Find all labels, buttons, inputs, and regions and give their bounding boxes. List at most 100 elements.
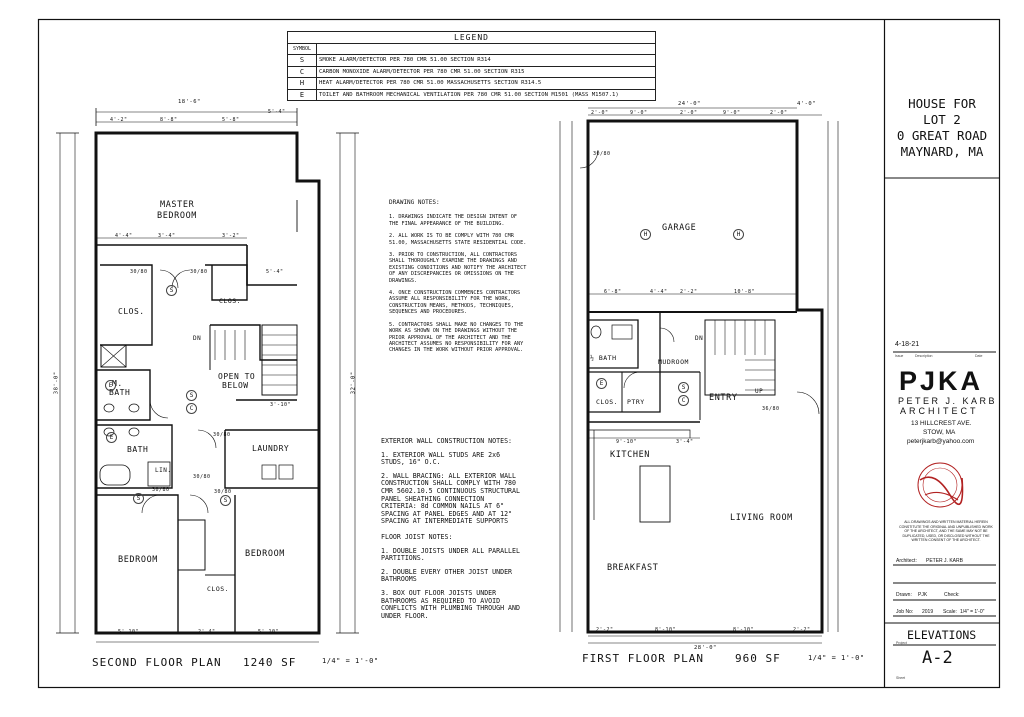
dimension-label: 10'-8" [734,289,756,295]
smoke-detector-icon: S [220,495,231,506]
smoke-detector-icon: S [133,493,144,504]
room-label: ENTRY [709,393,738,403]
description-header: Description [915,354,933,358]
smoke-detector-icon: S [186,390,197,401]
note-item: 3. BOX OUT FLOOR JOISTS UNDER BATHROOMS … [381,588,520,620]
door-tag: 30/80 [130,269,148,275]
note-item: 2. WALL BRACING: ALL EXTERIOR WALL CONST… [381,471,520,526]
project-label: Project [896,641,907,645]
sheet-number: A-2 [922,648,953,668]
firm-logo: PJKA [899,366,984,396]
door-tag: 36/80 [762,406,780,412]
issue-header: Issue [895,354,904,358]
note-item: 1. EXTERIOR WALL STUDS ARE 2x6 STUDS, 16… [381,450,501,467]
dimension-label: 6'-8" [604,289,622,295]
room-label: BREAKFAST [607,563,659,573]
dimension-label: 9'-0" [630,110,648,116]
note-item: 4. ONCE CONSTRUCTION COMMENCES CONTRACTO… [389,290,521,316]
room-label: BELOW [222,381,249,390]
room-label: BEDROOM [245,549,286,559]
room-label: M. [112,379,123,388]
dimension-label: 4'-4" [650,289,668,295]
project-line: LOT 2 [923,112,961,127]
legend-text: HEAT ALARM/DETECTOR PER 780 CMR 51.00 MA… [316,77,656,90]
room-label: CLOS. [118,307,145,316]
notes-title: DRAWING NOTES: [389,199,440,206]
dimension-label: 5'-4" [268,109,286,115]
note-item: 1. DOUBLE JOISTS UNDER ALL PARALLEL PART… [381,546,520,563]
sheet-title: ELEVATIONS [907,628,977,642]
room-label: BEDROOM [118,555,159,565]
title-block-lines [884,177,999,646]
architect-value: PETER J. KARB [926,558,963,564]
legend-symbol-header: SYMBOL [287,42,317,55]
dimension-label: 2'-2" [793,627,811,633]
drawn-label: Drawn: [896,592,912,598]
dimension-label: 4'-4" [115,233,133,239]
dimension-label: 4'-2" [110,117,128,123]
legend-symbol: H [287,77,317,90]
copyright-disclaimer: ALL DRAWINGS AND WRITTEN MATERIAL HEREIN… [899,520,993,543]
plan-scale: 1/4" = 1'-0" [322,657,379,665]
dimension-label: 2'-0" [591,110,609,116]
dimension-label: 9'-0" [723,110,741,116]
room-label: BATH [109,388,131,397]
firm-address: 13 HILLCREST AVE. [911,420,972,427]
jobno-label: Job No: [896,609,914,615]
dimension-label: 38'-0" [53,371,60,395]
room-label: MASTER [160,200,195,210]
note-item: 2. DOUBLE EVERY OTHER JOIST UNDER BATHRO… [381,567,513,584]
heat-detector-icon: H [640,229,651,240]
note-item: 1. DRAWINGS INDICATE THE DESIGN INTENT O… [389,214,518,227]
firm-title: ARCHITECT [900,406,979,416]
note-item: 2. ALL WORK IS TO BE COMPLY WITH 780 CMR… [389,233,527,246]
first-floor-plan-walls [559,107,839,644]
note-item: 3. PRIOR TO CONSTRUCTION, ALL CONTRACTOR… [389,252,527,284]
dimension-label: 28'-0" [694,645,717,651]
dimension-label: 2'-2" [680,289,698,295]
door-tag: 30/80 [593,151,611,157]
exhaust-fan-icon: E [106,432,117,443]
architect-label: Architect: [896,558,917,564]
legend-symbol: S [287,54,317,67]
legend-title: LEGEND [287,31,656,44]
dimension-label: 2'-0" [770,110,788,116]
drawing-notes: DRAWING NOTES: 1. DRAWINGS INDICATE THE … [389,199,529,354]
legend-text: CARBON MONOXIDE ALARM/DETECTOR PER 780 C… [316,65,656,78]
dimension-label: 4'-0" [797,101,817,107]
plan-scale: 1/4" = 1'-0" [808,654,865,662]
room-label: GARAGE [662,223,697,233]
notes-title: FLOOR JOIST NOTES: [381,532,453,541]
dimension-label: 3'-4" [158,233,176,239]
room-label: MUDROOM [658,358,689,366]
dimension-label: 2'-4" [198,629,216,635]
jobno-value: 2019 [922,609,934,615]
legend-symbol: E [287,88,317,101]
room-label: BEDROOM [157,211,198,221]
sheet-label: Sheet [896,676,906,680]
smoke-detector-icon: S [678,382,689,393]
second-floor-plan-walls [56,108,359,643]
dimension-label: 18'-6" [178,99,201,105]
construction-notes: EXTERIOR WALL CONSTRUCTION NOTES: 1. EXT… [381,437,523,620]
dimension-label: 5'-4" [266,269,284,275]
exhaust-fan-icon: E [596,378,607,389]
dimension-label: 3'-10" [270,402,292,408]
room-label: CLOS. [219,297,242,305]
co-detector-icon: C [678,395,689,406]
architect-seal [917,462,964,508]
dimension-label: 2'-0" [680,110,698,116]
legend-text: SMOKE ALARM/DETECTOR PER 780 CMR 51.00 S… [316,54,656,67]
firm-name: PETER J. KARB [898,396,998,406]
co-detector-icon: C [186,403,197,414]
room-label: ½ BATH [590,354,617,362]
smoke-detector-icon: S [166,285,177,296]
legend-text: TOILET AND BATHROOM MECHANICAL VENTILATI… [316,88,656,101]
dimension-label: 5'-10" [258,629,280,635]
note-item: 5. CONTRACTORS SHALL MAKE NO CHANGES TO … [389,321,524,354]
door-tag: 30/80 [193,474,211,480]
firm-city: STOW, MA [923,429,956,436]
firm-email: peterjkarb@yahoo.com [907,438,975,445]
